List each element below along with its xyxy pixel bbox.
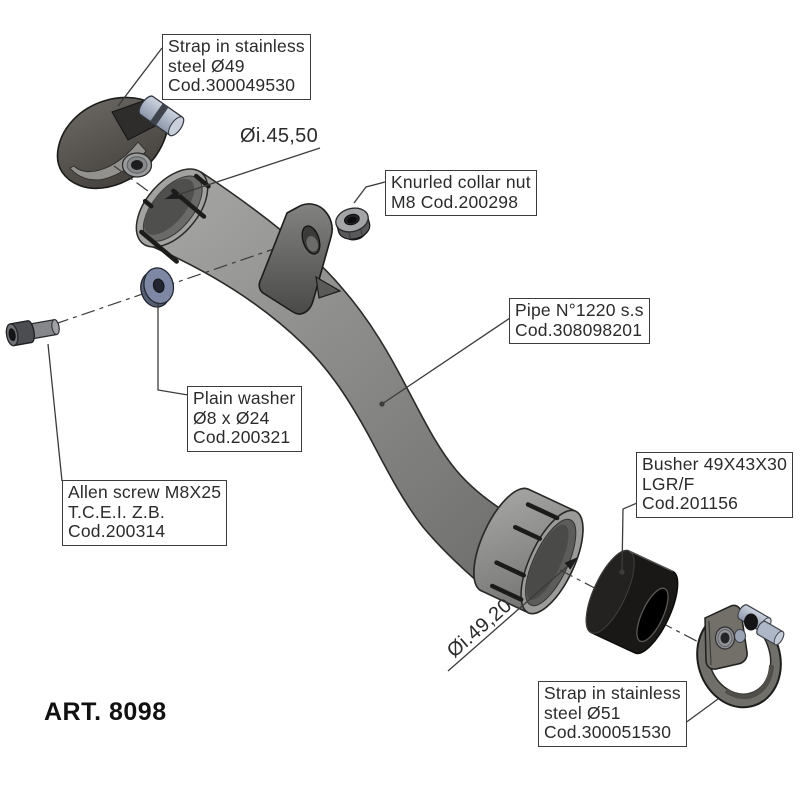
leader-nut (353, 181, 386, 204)
label-nut: Knurled collar nut M8 Cod.200298 (385, 170, 537, 216)
label-line: LGR/F (642, 473, 695, 494)
arrow-dim-inlet (165, 190, 180, 199)
label-line: M8 Cod.200298 (391, 191, 519, 212)
label-line: Ø8 x Ø24 (193, 407, 270, 428)
art-number: ART. 8098 (44, 698, 167, 726)
leader-busher (621, 502, 638, 573)
nut-drawing (335, 207, 371, 241)
leader-pipe-dot (379, 401, 385, 407)
label-pipe: Pipe N°1220 s.s Cod.308098201 (509, 298, 650, 344)
screw-drawing (5, 319, 60, 347)
arrow-dim-outlet (564, 557, 578, 570)
leader-strap49 (117, 47, 163, 107)
label-line: T.C.E.I. Z.B. (68, 501, 165, 522)
label-line: Cod.300049530 (168, 75, 296, 95)
axis-strap-inlet (113, 165, 153, 195)
label-strap49: Strap in stainless steel Ø49 Cod.3000495… (162, 34, 311, 100)
leader-dim-outlet (447, 556, 579, 672)
label-screw: Allen screw M8X25 T.C.E.I. Z.B. Cod.2003… (62, 480, 228, 546)
label-line: Cod.200321 (193, 427, 291, 447)
label-line: Knurled collar nut (391, 172, 531, 192)
label-busher: Busher 49X43X30 LGR/F Cod.201156 (636, 452, 794, 518)
dimension-inlet-diameter: Øi.45,50 (240, 125, 319, 147)
label-strap51: Strap in stainless steel Ø51 Cod.3000515… (538, 681, 687, 747)
leader-lines (47, 47, 719, 730)
strap49-drawing (56, 95, 185, 190)
leader-busher-dot (619, 569, 625, 575)
label-washer: Plain washer Ø8 x Ø24 Cod.200321 (187, 386, 302, 452)
label-line: steel Ø49 (168, 55, 245, 76)
leader-screw (47, 343, 63, 482)
leader-pipe (381, 317, 511, 405)
leader-washer (157, 302, 189, 396)
label-line: Strap in stainless (544, 683, 681, 703)
strap51-drawing (696, 604, 785, 709)
label-line: Allen screw M8X25 (68, 482, 222, 502)
label-line: Cod.200314 (68, 521, 166, 541)
label-line: Busher 49X43X30 (642, 454, 788, 474)
busher-drawing (585, 549, 679, 655)
label-line: Cod.201156 (642, 493, 739, 513)
label-line: Strap in stainless (168, 36, 305, 56)
bracket-drawing (258, 203, 342, 315)
label-line: Plain washer (193, 388, 296, 408)
leader-dim-inlet (164, 147, 321, 200)
label-line: Pipe N°1220 s.s (515, 300, 644, 320)
axis-screw-bracket (54, 226, 339, 325)
pipe-drawing (135, 168, 584, 615)
washer-drawing (140, 267, 175, 308)
label-line: Cod.308098201 (515, 319, 643, 340)
label-line: steel Ø51 (544, 702, 621, 723)
label-line: Cod.300051530 (544, 722, 672, 742)
